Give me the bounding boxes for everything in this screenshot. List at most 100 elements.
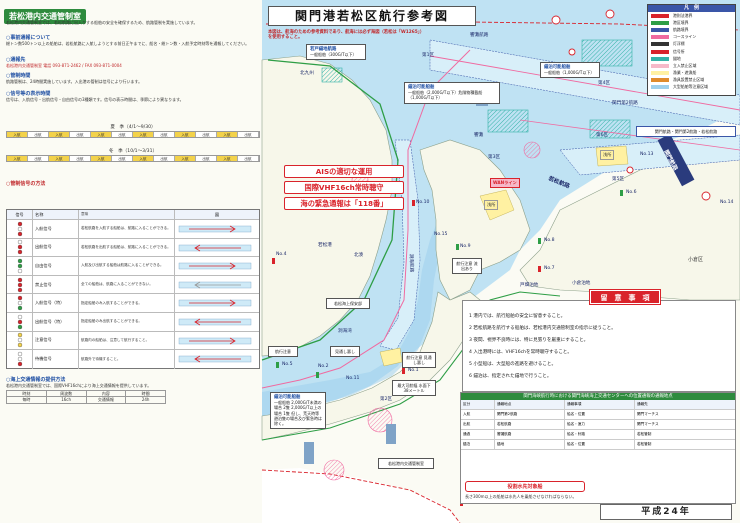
buoy-no10: No.10 [416, 200, 430, 205]
signal-row: 自由信号入航及び出航する船舶は航路に入ることができる。 [7, 257, 259, 276]
signal-row: 入航信号（特）指定船舶のみ入航することができる。 [7, 294, 259, 313]
signal-diagram [175, 294, 259, 312]
signal-lamp-icon [17, 295, 22, 311]
legend-title: 凡 例 [648, 5, 735, 12]
signal-lamp [7, 294, 33, 312]
signal-diagram-icon [178, 281, 252, 289]
schedule-cell: 出航 [238, 156, 259, 161]
position-report-row: 錨泊錨地船名・位置若松管制 [461, 440, 735, 450]
position-report-cell: 錨地 [495, 440, 565, 449]
schedule-cell: 出航 [28, 132, 49, 137]
signal-diagram [175, 239, 259, 257]
buoy-no11: No.11 [346, 376, 360, 381]
schedule-cell: 出航 [196, 132, 217, 137]
anchorage-hatch-1 [581, 39, 633, 67]
legend-swatch [651, 35, 669, 40]
buoy-no13: No.13 [640, 152, 654, 157]
signal-diagram-icon [178, 225, 252, 233]
ais-line-2: 国際VHF16ch常時聴守 [284, 181, 404, 194]
section-signal-hours: ○信号等の表示時間 信号は、入航信号・出航信号・自由信号の3種類です。信号の表示… [6, 91, 184, 102]
position-report-cell: 関門第2航路 [495, 410, 565, 419]
label-dokai-bay: 洞海湾 [338, 329, 352, 334]
signal-name: 入航信号 [33, 220, 79, 238]
schedule-cell: 入航 [133, 156, 154, 161]
legend-label: 信号所 [673, 48, 685, 54]
signal-desc: 指定船舶のみ出航することができる。 [79, 312, 175, 331]
label-tobata: 戸畑泊地 [520, 283, 539, 288]
legend-row: 信号所 [648, 48, 735, 55]
position-report-cell: 若松航路 [495, 420, 565, 429]
signal-row: 出航信号（特）指定船舶のみ出航することができる。 [7, 312, 259, 332]
position-report-cell: 通過 [461, 430, 495, 439]
ais-line-3: 海の緊急通報は「118番」 [284, 197, 404, 210]
position-report-row: 入航関門第2航路船名・位置関門マーチス [461, 410, 735, 420]
callout-right-anchorage: 錨泊可能船舶 一般船舶（1,000G/T以下） [540, 62, 600, 79]
ais-line-1: AISの適切な運用 [284, 165, 404, 178]
zone-4: 第4区 [598, 81, 611, 86]
signal-diagram-icon [178, 262, 252, 270]
legend-row: 大型船舶等注意区域 [648, 84, 735, 91]
buoy-no7: No.7 [544, 266, 555, 271]
signal-table: 信号 名称 意味 図 入航信号若松航路を入航する船舶は、航路に入ることができる。… [6, 209, 260, 369]
signal-desc: 航路内の船舶は、注意して航行すること。 [79, 331, 175, 350]
caution-items: 1 港内では、航行船舶の安全に留意すること。2 若松航路を航行する船舶は、若松港… [463, 301, 735, 387]
label-hibiki: 響灘 [474, 133, 484, 138]
legend-swatch [651, 78, 669, 83]
legend-row: 漁業・遊漁船 [648, 70, 735, 77]
label-kitaminato: 北湊 [354, 253, 364, 258]
tag-shallows-1: 浅所 [484, 200, 499, 210]
legend-swatch [651, 63, 669, 68]
legend-row: 港則法港界 [648, 12, 735, 19]
signal-desc: 若松航路を入航する船舶は、航路に入ることができる。 [79, 220, 175, 238]
legend-row: コースライン [648, 34, 735, 41]
signal-row: 待機信号航路外で待機すること。 [7, 350, 259, 369]
schedule-cell: 入航 [91, 132, 112, 137]
signal-desc: 指定船舶のみ入航することができる。 [79, 294, 175, 312]
callout-sail-note-2: 航行注意 [268, 346, 298, 358]
position-report-cell: 若松管制 [637, 432, 652, 436]
signal-diagram-icon [178, 318, 252, 326]
label-kokura: 小倉区 [688, 257, 704, 263]
ais-notice: AISの適切な運用 国際VHF16ch常時聴守 海の緊急通報は「118番」 [284, 165, 404, 213]
winter-schedule-bar: 入航出航入航出航入航出航入航出航入航出航入航出航 [6, 155, 260, 162]
signal-lamp [7, 331, 33, 350]
schedule-cell: 出航 [196, 156, 217, 161]
signal-lamp [7, 220, 33, 238]
signal-lamp-icon [17, 258, 22, 274]
schedule-cell: 出航 [238, 132, 259, 137]
kanmon-banner: 関門航路・関門第2航路・若松航路 [636, 126, 736, 138]
legend-swatch [651, 71, 669, 76]
buoy-no2: No.2 [318, 364, 329, 369]
signal-diagram [175, 257, 259, 275]
legend-row: 立入禁止区域 [648, 62, 735, 69]
buoy-no15: No.15 [434, 232, 448, 237]
restricted-circle-3 [523, 141, 541, 159]
summer-schedule-bar: 入航出航入航出航入航出航入航出航入航出航入航出航 [6, 131, 260, 138]
signal-row: 出航信号若松航路を出航する船舶は、航路に入ることができる。 [7, 238, 259, 258]
signal-table-header: 信号 名称 意味 図 [7, 210, 259, 220]
anchorage-hatch-2 [487, 109, 529, 133]
signal-lamp-icon [17, 314, 22, 329]
legend-row: 錨地 [648, 55, 735, 62]
pictogram-tower-3 [386, 424, 396, 444]
legend-label: コースライン [673, 34, 697, 40]
signal-name: 禁止信号 [33, 275, 79, 294]
caution-item: 5 小型船は、大型船の進路を避けること。 [469, 362, 557, 367]
callout-upper-anchorage: 錨泊可能船舶 一般船舶（2,000G/T以下）危険物積載船（1,000G/T以下… [404, 82, 500, 104]
callout-sail-note-4: 航行注意 見通し悪し [402, 352, 436, 369]
signal-diagram [175, 332, 259, 350]
signal-row: 注意信号航路内の船舶は、注意して航行すること。 [7, 331, 259, 351]
callout-sail-note-1: 航行注意 流出あり [452, 258, 482, 275]
traffic-info-table: 時刻 周波数 内容 時間 [6, 390, 166, 398]
kanmon-route-band [429, 39, 740, 126]
schedule-cell: 出航 [112, 156, 133, 161]
buoy-no5: No.5 [282, 362, 293, 367]
callout-lower-anchorage: 錨泊可能船舶 一般船舶 2,000G/T未満の場合 2隻 2,000G/T以上の… [270, 392, 326, 430]
label-hibiki-route: 響灘航路 [470, 33, 489, 38]
legend-label: 港区境界 [673, 19, 689, 25]
anchorage-hatch-4 [321, 67, 343, 83]
signal-lamp [7, 238, 33, 257]
signal-rows: 入航信号若松航路を入航する船舶は、航路に入ることができる。出航信号若松航路を出航… [7, 220, 259, 369]
position-report-cell: 船名・位置 [565, 440, 635, 449]
signal-desc: 若松航路を出航する船舶は、航路に入ることができる。 [79, 238, 175, 257]
